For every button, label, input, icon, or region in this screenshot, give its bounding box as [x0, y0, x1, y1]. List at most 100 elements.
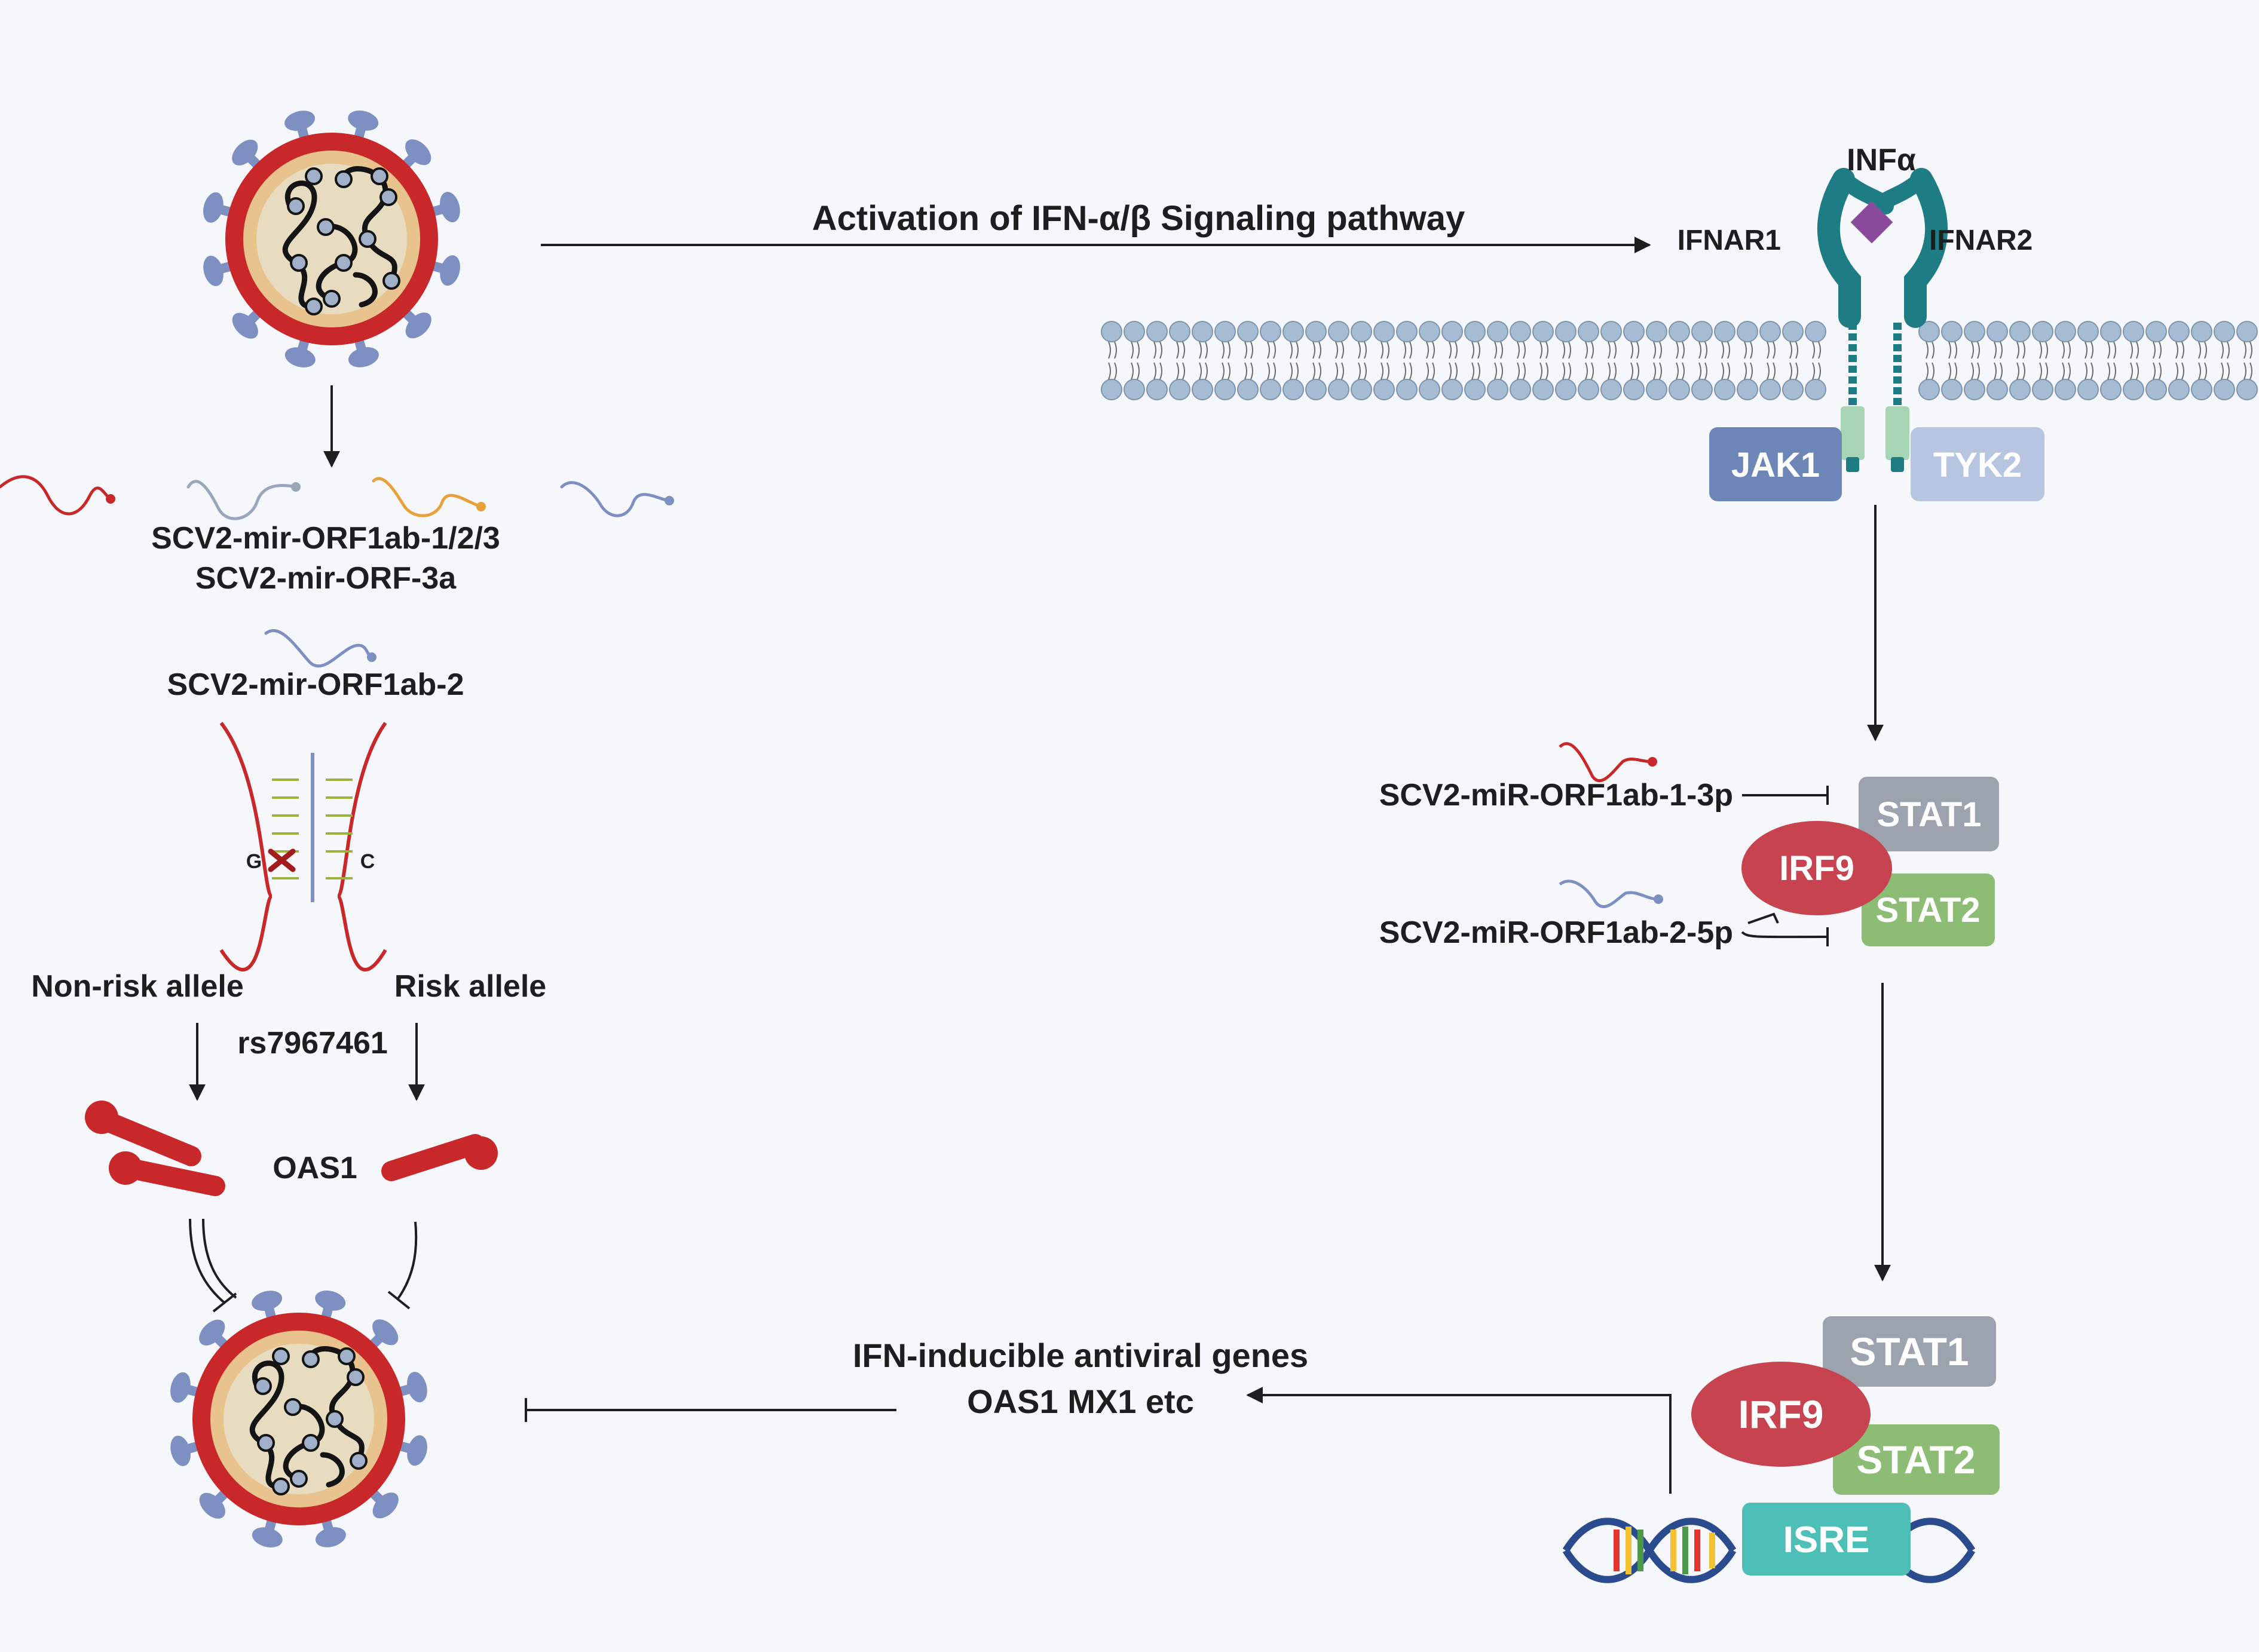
lipid-tail — [1812, 341, 1815, 359]
mirna-group-label-1: SCV2-mir-ORF1ab-1/2/3 — [151, 521, 500, 556]
mirna-end-1-3p — [1648, 757, 1657, 767]
lipid-head — [2191, 379, 2212, 400]
lipid-tail — [2045, 362, 2048, 380]
irf9-label-mid: IRF9 — [1779, 849, 1854, 888]
lipid-head — [1510, 321, 1531, 342]
lipid-head — [1510, 379, 1531, 400]
lipid-head — [2123, 379, 2144, 400]
lipid-tail — [1108, 341, 1111, 359]
mirna-end-2-5p — [1654, 894, 1663, 904]
lipid-tail — [2090, 341, 2093, 359]
lipid-head — [1669, 379, 1690, 400]
lipid-head — [1555, 379, 1577, 400]
lipid-tail — [1721, 341, 1724, 359]
lipid-head — [2123, 321, 2144, 342]
lipid-head — [1805, 321, 1826, 342]
lipid-tail — [1653, 341, 1656, 359]
lipid-head — [1192, 321, 1213, 342]
mirna-squiggle-2-5p — [1559, 879, 1659, 908]
inhibit-stat2-bar — [1741, 912, 1829, 946]
lipid-tail — [1750, 362, 1753, 380]
lipid-head — [1419, 321, 1440, 342]
lipid-tail — [1585, 341, 1588, 359]
lipid-head — [1237, 379, 1259, 400]
lipid-tail — [1744, 341, 1747, 359]
stat1-box-mid — [1859, 777, 1999, 851]
activation-label: Activation of IFN-α/β Signaling pathway — [812, 199, 1465, 238]
lipid-tail — [1426, 362, 1429, 380]
lipid-tail — [1205, 341, 1208, 359]
lipid-head — [1351, 379, 1372, 400]
lipid-head — [1396, 379, 1418, 400]
lipid-tail — [1176, 341, 1179, 359]
irf9-ellipse-bottom — [1691, 1362, 1871, 1467]
lipid-head — [1941, 321, 1963, 342]
lipid-tail — [1500, 341, 1503, 359]
lipid-head — [1396, 321, 1418, 342]
lipid-tail — [1228, 341, 1230, 359]
irf9-label-bottom: IRF9 — [1738, 1392, 1823, 1436]
lipid-tail — [1471, 341, 1474, 359]
lipid-tail — [1153, 341, 1156, 359]
lipid-tail — [1727, 341, 1730, 359]
mirna-squiggle-red — [0, 475, 112, 516]
lipid-tail — [1932, 341, 1934, 359]
lipid-tail — [1386, 341, 1389, 359]
lipid-tail — [1500, 362, 1503, 380]
lipid-head — [1532, 379, 1554, 400]
lipid-tail — [1773, 341, 1776, 359]
lipid-tail — [1312, 362, 1315, 380]
lipid-head — [1487, 321, 1508, 342]
lipid-head — [1124, 321, 1145, 342]
lipid-tail — [1318, 341, 1321, 359]
lipid-head — [1328, 321, 1349, 342]
mirna-squiggle-single — [264, 629, 374, 668]
lipid-head — [1441, 379, 1463, 400]
lipid-head — [2032, 379, 2053, 400]
lipid-tail — [2249, 362, 2252, 380]
lipid-tail — [1812, 362, 1815, 380]
lipid-head — [2009, 379, 2031, 400]
lipid-tail — [1296, 362, 1299, 380]
isre-to-genes-arrow — [1246, 1387, 1672, 1494]
risk-allele-label: Risk allele — [394, 969, 546, 1004]
tyk2-box — [1911, 427, 2044, 501]
lipid-tail — [1455, 362, 1458, 380]
lipid-tail — [1977, 362, 1980, 380]
mirna-squiggle-grey — [186, 480, 298, 520]
lipid-tail — [1948, 341, 1951, 359]
lipid-head — [1487, 379, 1508, 400]
lipid-head — [1759, 321, 1781, 342]
lipid-head — [1282, 379, 1304, 400]
lipid-tail — [1676, 341, 1679, 359]
lipid-head — [1986, 379, 2008, 400]
lipid-tail — [1222, 362, 1225, 380]
lipid-tail — [2136, 341, 2139, 359]
lipid-head — [2055, 321, 2076, 342]
lipid-head — [2168, 379, 2190, 400]
lipid-tail — [1455, 341, 1458, 359]
mirna-squiggle-purple — [560, 481, 671, 517]
lipid-tail — [2227, 362, 2230, 380]
lipid-tail — [1789, 341, 1792, 359]
lipid-head — [1918, 321, 1940, 342]
lipid-tail — [1977, 341, 1980, 359]
lipid-head — [2214, 321, 2235, 342]
lipid-tail — [1568, 362, 1571, 380]
jak1-label: JAK1 — [1731, 446, 1820, 485]
lipid-head — [2145, 379, 2167, 400]
lipid-tail — [2243, 341, 2246, 359]
lipid-head — [1282, 321, 1304, 342]
lipid-tail — [1585, 362, 1588, 380]
lipid-head — [1669, 321, 1690, 342]
stat2-label-mid: STAT2 — [1875, 891, 1980, 930]
lipid-head — [1260, 321, 1281, 342]
sars-cov-2-virus-top — [200, 108, 464, 371]
lipid-tail — [2113, 362, 2116, 380]
lipid-tail — [2227, 341, 2230, 359]
lipid-head — [1623, 379, 1645, 400]
lipid-tail — [2039, 362, 2042, 380]
lipid-tail — [1630, 362, 1633, 380]
lipid-tail — [1789, 362, 1792, 380]
lipid-tail — [2130, 341, 2133, 359]
